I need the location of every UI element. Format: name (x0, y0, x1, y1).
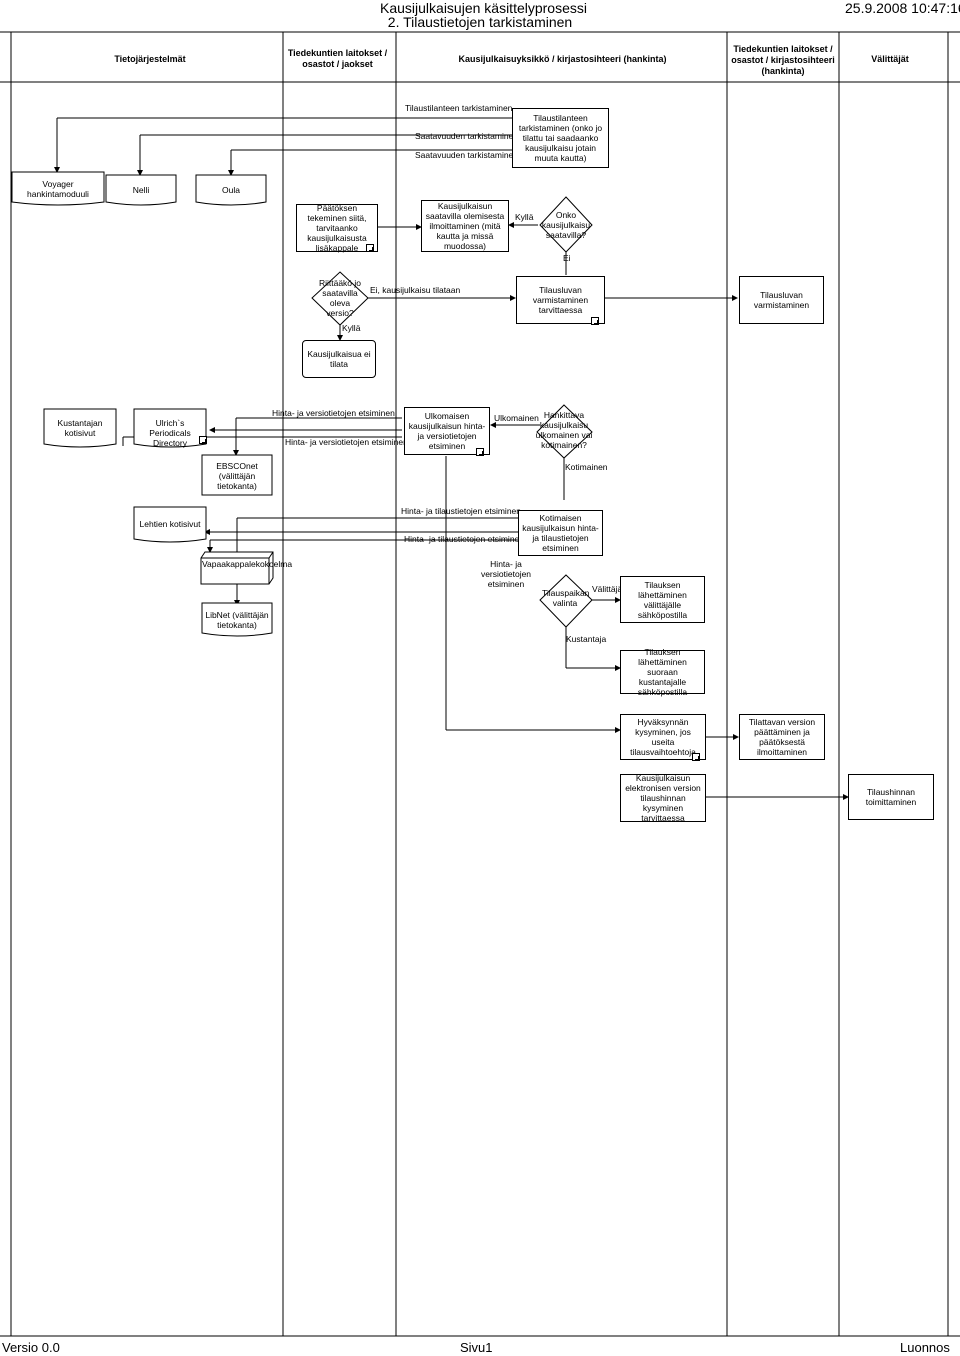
label-ei-tilataan: Ei, kausijulkaisu tilataan (370, 285, 461, 295)
footer-page: Sivu1 (460, 1340, 493, 1355)
label-valittaja: Välittäjä (592, 584, 623, 594)
box-paatoksen: Päätöksen tekeminen siitä, tarvitaanko k… (296, 203, 378, 253)
lane-header-tietojarjestelmat: Tietojärjestelmät (114, 54, 186, 64)
label-kustantaja: Kustantaja (566, 634, 607, 644)
diamond-riittaako: Riittääkö jo saatavilla oleva versio? (318, 278, 362, 318)
subprocess-icon (366, 244, 374, 252)
box-ulkomaisen: Ulkomaisen kausijulkaisun hinta- ja vers… (404, 407, 490, 455)
diamond-hankittava: Hankittava kausijulkaisu ulkomainen vai … (535, 410, 593, 450)
label-kylla-1: Kyllä (515, 212, 534, 222)
footer-version: Versio 0.0 (2, 1340, 60, 1355)
box-elektronisen: Kausijulkaisun elektronisen version tila… (620, 773, 706, 823)
diagram-subtitle: 2. Tilaustietojen tarkistaminen (387, 14, 573, 30)
label-kylla-2: Kyllä (342, 323, 361, 333)
db-oula: Oula (222, 185, 240, 195)
box-tilausluvan-tarvittaessa: Tilausluvan varmistaminen tarvittaessa (516, 276, 605, 324)
box-tilausluvan: Tilausluvan varmistaminen (739, 276, 824, 324)
diagram-title: Kausijulkaisujen käsittelyprosessi (380, 0, 587, 16)
diamond-onko-saatavilla: Onko kausijulkaisu saatavilla? (541, 210, 591, 240)
box-vapaakappale: Vapaakappalekokoelma (202, 559, 293, 569)
lane-header-valittajat: Välittäjät (871, 54, 909, 64)
label-hinta-versio-2: Hinta- ja versiotietojen etsiminen (285, 437, 408, 447)
label-saatavuuden-1: Saatavuuden tarkistaminen (415, 131, 519, 141)
label-ei-1: Ei (563, 253, 571, 263)
db-nelli: Nelli (132, 185, 150, 195)
box-kausijulkaisun-saatavilla: Kausijulkaisun saatavilla olemisesta ilm… (421, 200, 509, 252)
lane-header-kausijulkaisuyksikko: Kausijulkaisuyksikkö / kirjastosihteeri … (458, 54, 667, 64)
db-lehtien: Lehtien kotisivut (139, 519, 201, 529)
db-kustantajan: Kustantajan kotisivut (57, 418, 103, 438)
db-voyager: Voyager hankintamoduuli (27, 179, 89, 199)
subprocess-icon (591, 317, 599, 325)
subprocess-icon (199, 436, 207, 444)
label-hinta-versio-3: Hinta- ja versiotietojen etsiminen (480, 559, 532, 589)
label-hinta-tilaus-2: Hinta- ja tilaustietojen etsiminen (404, 534, 525, 544)
box-lahettaminen-valittajalle: Tilauksen lähettäminen välittäjälle sähk… (620, 576, 705, 623)
box-tilaustilanteen: Tilaustilanteen tarkistaminen (onko jo t… (512, 108, 609, 168)
label-hinta-tilaus-1: Hinta- ja tilaustietojen etsiminen (401, 506, 522, 516)
lane-header-laitokset: Tiedekuntien laitokset / osastot / jaoks… (287, 48, 388, 69)
box-tilaushinnan: Tilaushinnan toimittaminen (848, 774, 934, 820)
diagram-datetime: 25.9.2008 10:47:16 (845, 0, 960, 16)
db-ebsconet: EBSCOnet (välittäjän tietokanta) (216, 461, 258, 491)
box-lahettaminen-kustantajalle: Tilauksen lähettäminen suoraan kustantaj… (620, 647, 705, 697)
db-libnet: LibNet (välittäjän tietokanta) (205, 610, 269, 630)
box-tilattavan: Tilattavan version päättäminen ja päätök… (739, 714, 825, 760)
subprocess-icon (692, 753, 700, 761)
db-ulrichs: Ulrich`s Periodicals Directory (149, 418, 191, 448)
lane-header-kirjastosihteeri: Tiedekuntien laitokset / osastot / kirja… (731, 44, 835, 76)
box-hyvaksynnan: Hyväksynnän kysyminen, jos useita tilaus… (620, 714, 706, 760)
label-hinta-versio-1: Hinta- ja versiotietojen etsiminen (272, 408, 395, 418)
subprocess-icon (476, 448, 484, 456)
label-kotimainen: Kotimainen (565, 462, 608, 472)
label-ulkomainen: Ulkomainen (494, 413, 539, 423)
box-ei-tilata: Kausijulkaisua ei tilata (302, 340, 376, 378)
diamond-tilauspaikan: Tilauspaikan valinta (542, 588, 590, 608)
label-saatavuuden-2: Saatavuuden tarkistaminen (415, 150, 519, 160)
box-kotimaisen: Kotimaisen kausijulkaisun hinta- ja tila… (518, 510, 603, 556)
label-tilaustilanteen: Tilaustilanteen tarkistaminen (405, 103, 513, 113)
footer-status: Luonnos (900, 1340, 950, 1355)
